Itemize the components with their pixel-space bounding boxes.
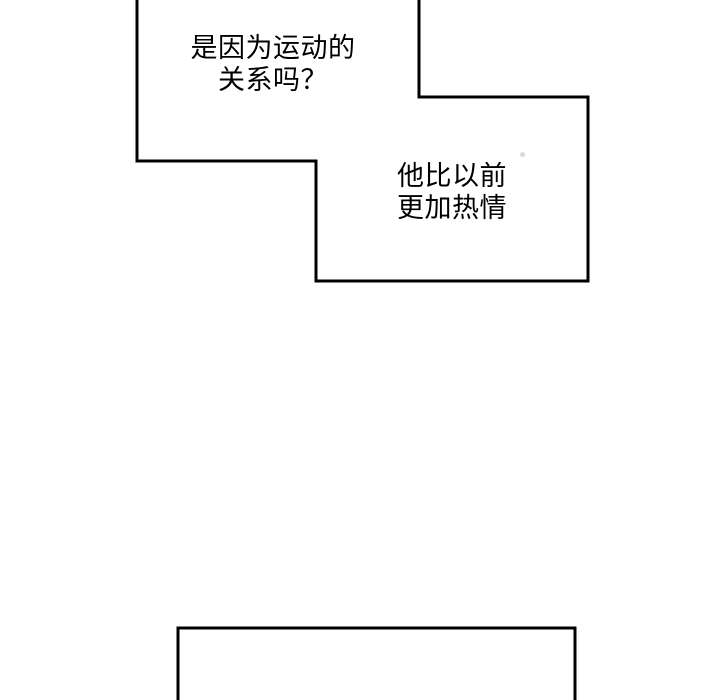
- speech-line: 他比以前: [397, 161, 507, 191]
- speech-bubble-middle-right: 他比以前 更加热情: [316, 160, 588, 224]
- ink-speck: [520, 152, 525, 157]
- speech-bubble-union-outline: [135, 0, 590, 283]
- bottom-panel-outline: [176, 626, 577, 700]
- speech-bubble-top-left: 是因为运动的 关系吗？: [132, 32, 414, 96]
- speech-line: 是因为运动的: [190, 33, 356, 63]
- speech-line: 更加热情: [397, 193, 507, 223]
- speech-line: 关系吗？: [218, 65, 328, 95]
